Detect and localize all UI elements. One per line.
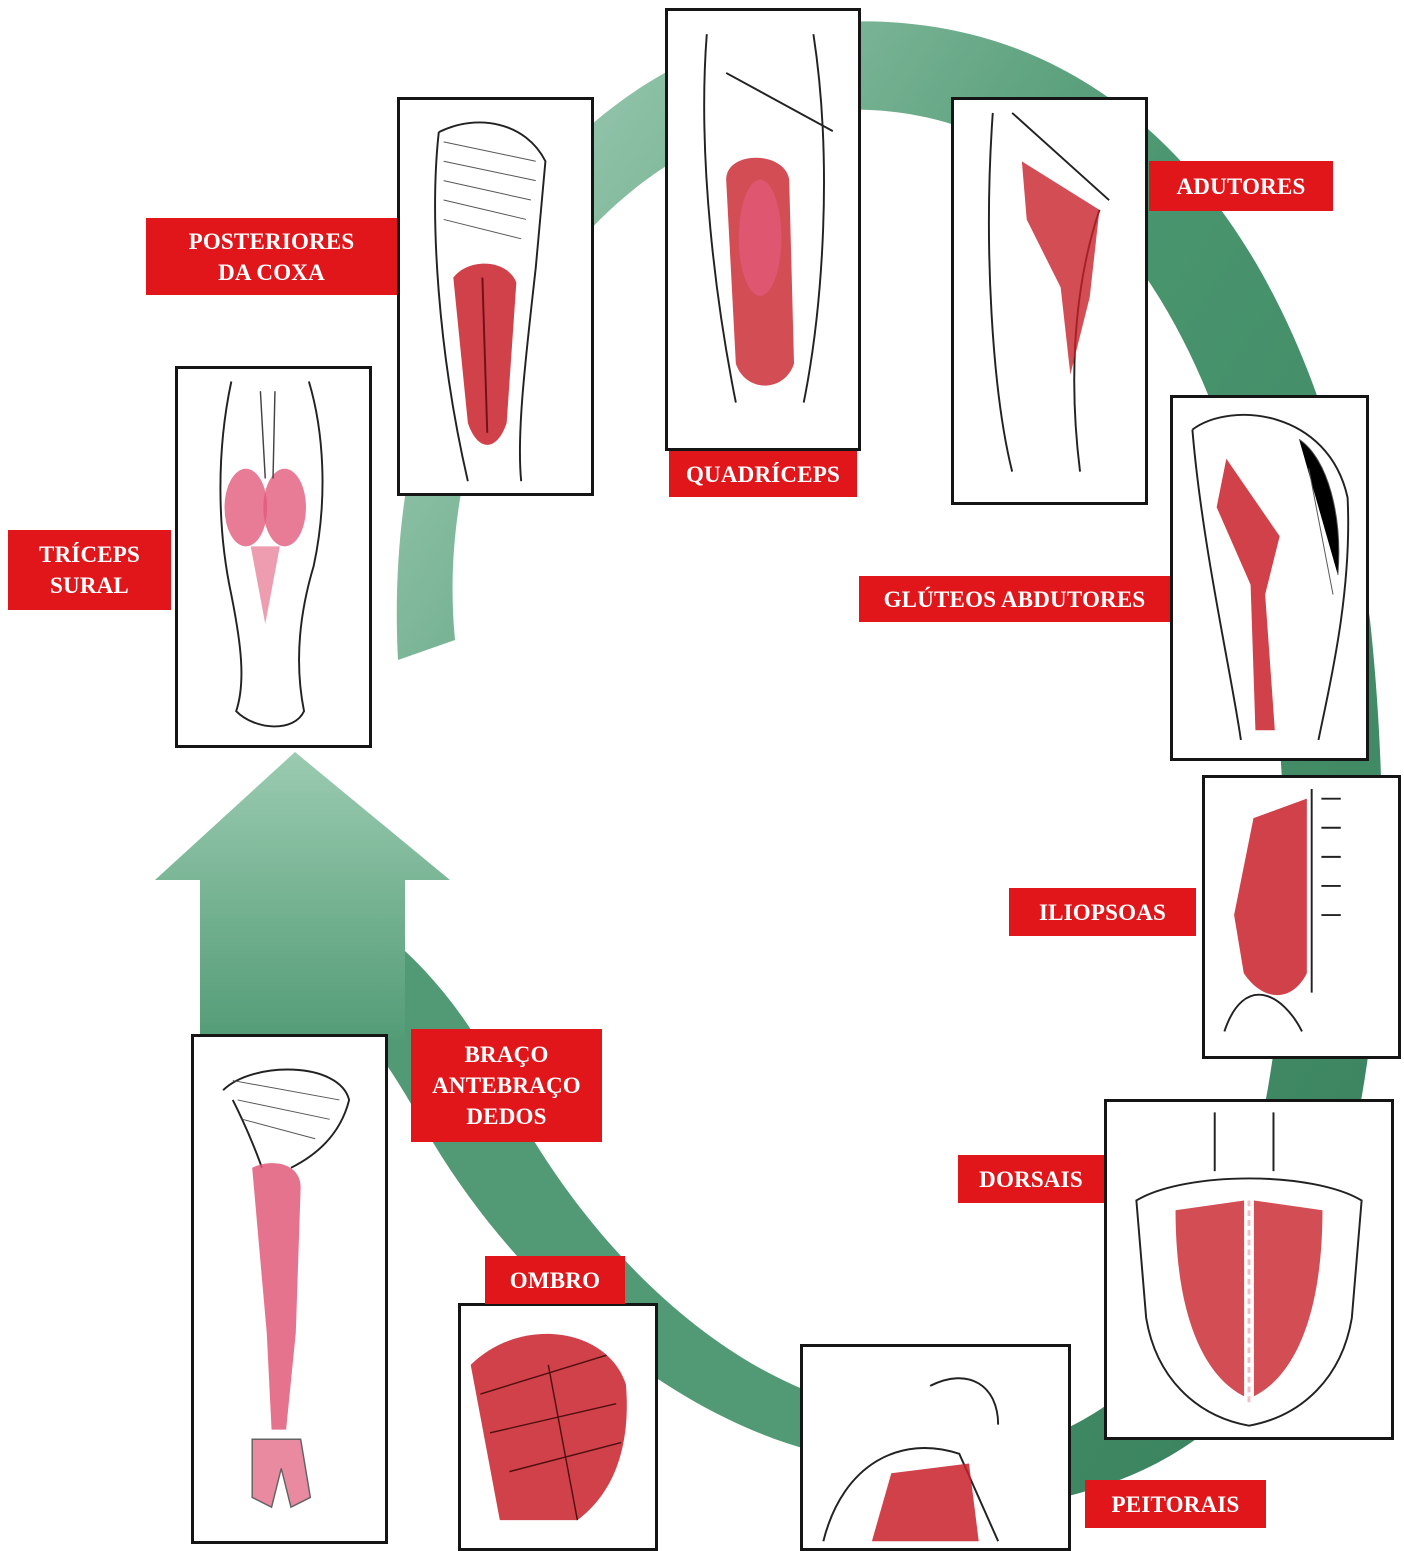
label-iliopsoas: ILIOPSOAS (1009, 888, 1196, 936)
label-quadriceps-text: QUADRÍCEPS (686, 459, 840, 490)
iliopsoas-illustration (1205, 778, 1398, 1056)
gluteal-muscle (1217, 459, 1280, 731)
label-braco-line-3: DEDOS (466, 1101, 546, 1132)
adductors-illustration (954, 100, 1145, 502)
panel-peitorais (800, 1344, 1071, 1551)
shoulder-illustration (461, 1306, 655, 1548)
chest-illustration (803, 1347, 1068, 1548)
panel-dorsais (1104, 1099, 1394, 1440)
adductor-muscle (1022, 161, 1100, 374)
label-braco-line-1: BRAÇO (464, 1039, 548, 1070)
label-peitorais-text: PEITORAIS (1112, 1489, 1240, 1520)
label-braco-line-2: ANTEBRAÇO (432, 1070, 581, 1101)
panel-iliopsoas (1202, 775, 1401, 1059)
label-gluteos-abdutores: GLÚTEOS ABDUTORES (859, 576, 1170, 622)
label-adutores: ADUTORES (1149, 161, 1333, 211)
panel-quadriceps (665, 8, 861, 451)
panel-gluteos-abdutores (1170, 395, 1369, 761)
back-illustration (1107, 1102, 1391, 1437)
label-peitorais: PEITORAIS (1085, 1480, 1266, 1528)
label-posteriores-coxa-line-2: DA COXA (218, 257, 325, 288)
arm-illustration (194, 1037, 385, 1541)
label-iliopsoas-text: ILIOPSOAS (1039, 897, 1166, 928)
panel-posteriores-coxa (397, 97, 594, 496)
label-braco: BRAÇO ANTEBRAÇO DEDOS (411, 1029, 602, 1142)
label-ombro: OMBRO (485, 1256, 625, 1304)
calf-muscle-right (263, 469, 306, 547)
hamstring-illustration (400, 100, 591, 493)
quadriceps-illustration (668, 11, 858, 448)
label-ombro-text: OMBRO (510, 1265, 600, 1296)
calf-illustration (178, 369, 369, 745)
label-triceps-sural-line-2: SURAL (50, 570, 129, 601)
panel-triceps-sural (175, 366, 372, 748)
iliopsoas-muscle (1234, 799, 1307, 995)
label-dorsais-text: DORSAIS (979, 1164, 1083, 1195)
pectoral-muscle (872, 1464, 979, 1542)
label-quadriceps: QUADRÍCEPS (669, 451, 857, 497)
label-gluteos-abdutores-text: GLÚTEOS ABDUTORES (884, 584, 1146, 615)
label-triceps-sural: TRÍCEPS SURAL (8, 530, 171, 610)
label-triceps-sural-line-1: TRÍCEPS (39, 539, 140, 570)
dorsal-muscle-left (1176, 1200, 1245, 1396)
hand (252, 1439, 310, 1507)
panel-ombro (458, 1303, 658, 1551)
label-posteriores-coxa: POSTERIORES DA COXA (146, 218, 397, 295)
dorsal-muscle-right (1254, 1200, 1323, 1396)
shoulder-muscle (471, 1334, 627, 1520)
label-posteriores-coxa-line-1: POSTERIORES (189, 226, 355, 257)
label-dorsais: DORSAIS (958, 1155, 1104, 1203)
arm-muscle (252, 1163, 300, 1429)
panel-braco (191, 1034, 388, 1544)
label-adutores-text: ADUTORES (1177, 171, 1306, 202)
gluteal-illustration (1173, 398, 1366, 758)
panel-adutores (951, 97, 1148, 505)
calf-muscle-left (225, 469, 268, 547)
